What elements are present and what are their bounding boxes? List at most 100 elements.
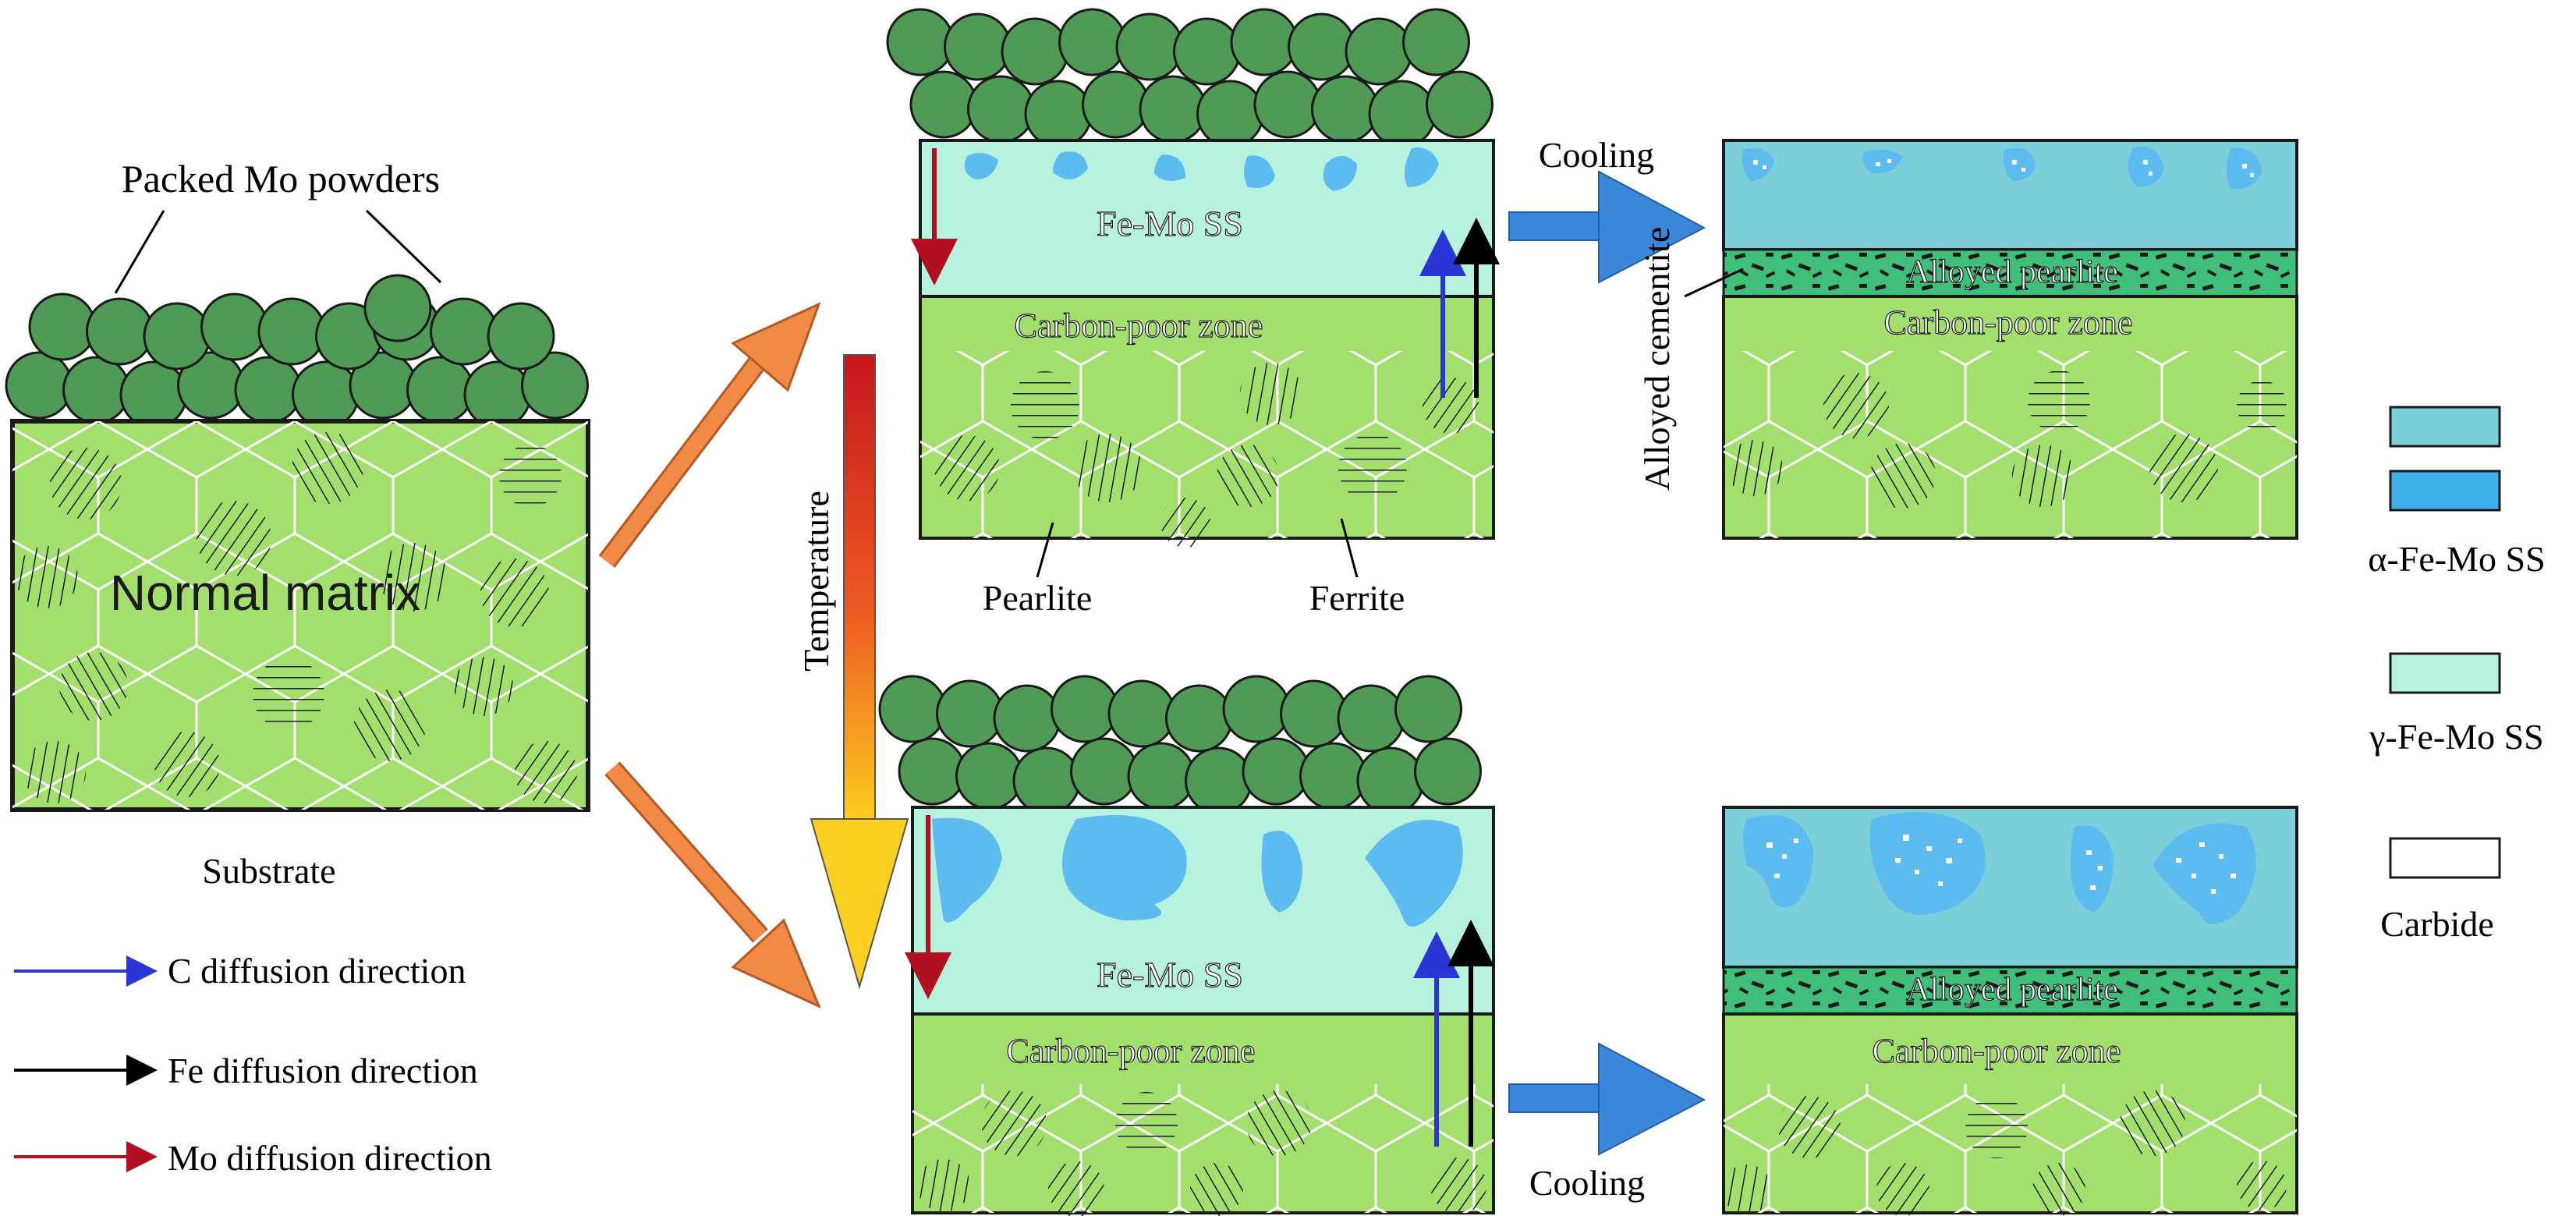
mo-powder-particle [1196,80,1264,148]
pearlite-grains-mid-bottom [917,1090,1486,1216]
mo-powder-particle [909,70,978,139]
mo-powder-particle [1173,17,1241,86]
mo-powder-particle [1426,70,1494,139]
normal-matrix-label: Normal matrix [110,565,420,621]
mo-powder-particle [1345,17,1413,86]
substrate-panel: Normal matrix Substrate Packed Mo powder… [5,157,590,891]
carbon-poor-label-4: Carbon-poor zone [1873,1032,2121,1070]
mo-powder-particle [1311,75,1379,144]
pearlite-label: Pearlite [983,578,1093,618]
heating-panel-bottom: Fe-Mo SS Carbon-poor zone [878,675,1495,1216]
mo-powder-particle [1414,737,1482,806]
fe-mo-ss-label-top: Fe-Mo SS [1097,204,1243,243]
fe-mo-ss-label-bottom: Fe-Mo SS [1097,955,1243,994]
mo-powder-particle [1230,8,1299,76]
mo-powder-particle [955,742,1023,810]
mo-powder-particle [936,679,1004,748]
mo-powder-particle [119,360,188,429]
cooling-arrow-top: Cooling [1508,135,1706,284]
powder-layer-left [5,274,589,429]
mo-powder-particle [1001,17,1069,86]
packed-powders-label: Packed Mo powders [122,157,440,200]
mo-powder-particle [143,302,211,370]
phase-legend: α-Fe-Mo SS γ-Fe-Mo SS Carbide [2368,406,2546,944]
mo-powder-particle [1280,679,1348,748]
powder-layer-mid-top [886,8,1494,148]
mo-precipitates-bottom [932,815,1463,927]
mo-powder-particle [1299,742,1367,810]
mo-powder-particle [62,356,130,424]
mo-powder-particle [967,75,1035,144]
mo-powder-particle [1242,737,1310,806]
mo-precipitates-top [964,147,1439,191]
gamma-ss-layer-top [919,139,1495,298]
cooling-arrow-bottom: Cooling [1508,1042,1706,1203]
pearlite-grains-top [934,363,1479,548]
mo-powder-particle [257,297,326,366]
mo-powder-particle [1024,80,1093,148]
mo-powder-particle [1288,12,1355,81]
ferrite-pointer [1340,518,1359,578]
heating-panel-top: Fe-Mo SS Carbon-poor zone Pearlite Ferri… [886,8,1500,618]
substrate-label: Substrate [202,851,335,891]
legend-gamma-label: γ-Fe-Mo SS [2369,717,2544,757]
diffusion-legend: C diffusion direction Fe diffusion direc… [14,951,492,1178]
mo-powder-particle [406,356,474,424]
temperature-label: Temperature [796,491,836,672]
mo-powder-particle [5,351,73,420]
mo-powder-particle [363,274,432,342]
carbides-bottom [1766,835,2236,894]
legend-alpha-swatch-2 [2389,470,2501,512]
legend-gamma-swatch [2389,652,2501,694]
legend-alpha-label: α-Fe-Mo SS [2368,539,2545,579]
mo-powder-particle [1165,684,1233,753]
mo-powder-particle [898,737,966,806]
mo-powder-particle [292,360,360,429]
pearlite-grains-right-bottom [1722,1090,2287,1216]
mo-powder-particle [234,356,303,424]
legend-carbide-swatch [2389,837,2501,879]
pearlite-grains-right-top [1727,370,2287,509]
process-arrow-upper [598,302,821,568]
legend-carbide-label: Carbide [2380,904,2494,944]
mo-powder-particle [944,12,1012,81]
mo-powder-particle [1082,70,1150,139]
pearlite-grains-left [16,432,577,803]
mo-powder-particle [1394,675,1462,743]
carbides-top [1753,159,2254,177]
mo-powder-particle [487,302,555,370]
mo-powder-particle [1337,684,1405,753]
alloyed-pearlite-label-bottom: Alloyed pearlite [1906,972,2118,1008]
mo-powder-particle [993,684,1061,753]
legend-mo-label: Mo diffusion direction [168,1138,492,1178]
mo-precipitates-cooled-top [1742,146,2262,190]
mo-powder-particle [1222,675,1291,743]
cooled-panel-top: Alloyed pearlite Carbon-poor zone Alloye… [1637,139,2298,540]
mo-powder-particle [1051,675,1118,743]
mo-precipitates-cooled-bottom [1743,812,2256,924]
mo-powder-particle [1012,746,1081,815]
mo-powder-particle [200,292,268,361]
mo-powder-particle [86,297,154,366]
mo-powder-particle [1253,70,1322,139]
alloyed-cementite-pointer [1684,268,1744,298]
process-arrow-lower [604,761,821,1009]
mo-powder-particle [1185,746,1253,815]
cooling-label-bottom: Cooling [1529,1163,1645,1203]
legend-c-label: C diffusion direction [168,951,466,991]
powder-pointer-right [365,209,442,284]
mo-powder-particle [521,351,589,420]
pearlite-pointer [1036,522,1054,578]
alloyed-pearlite-label-top: Alloyed pearlite [1906,254,2118,290]
mo-powder-particle [1070,737,1138,806]
mo-powder-particle [430,297,498,366]
mo-powder-particle [878,675,947,743]
mo-powder-particle [463,360,532,429]
mo-powder-particle [886,8,955,76]
legend-fe-label: Fe diffusion direction [168,1051,478,1090]
mo-powder-particle [1368,80,1437,148]
mo-powder-particle [1139,75,1207,144]
mo-powder-particle [1115,12,1184,81]
alloyed-cementite-label: Alloyed cementite [1637,227,1677,491]
